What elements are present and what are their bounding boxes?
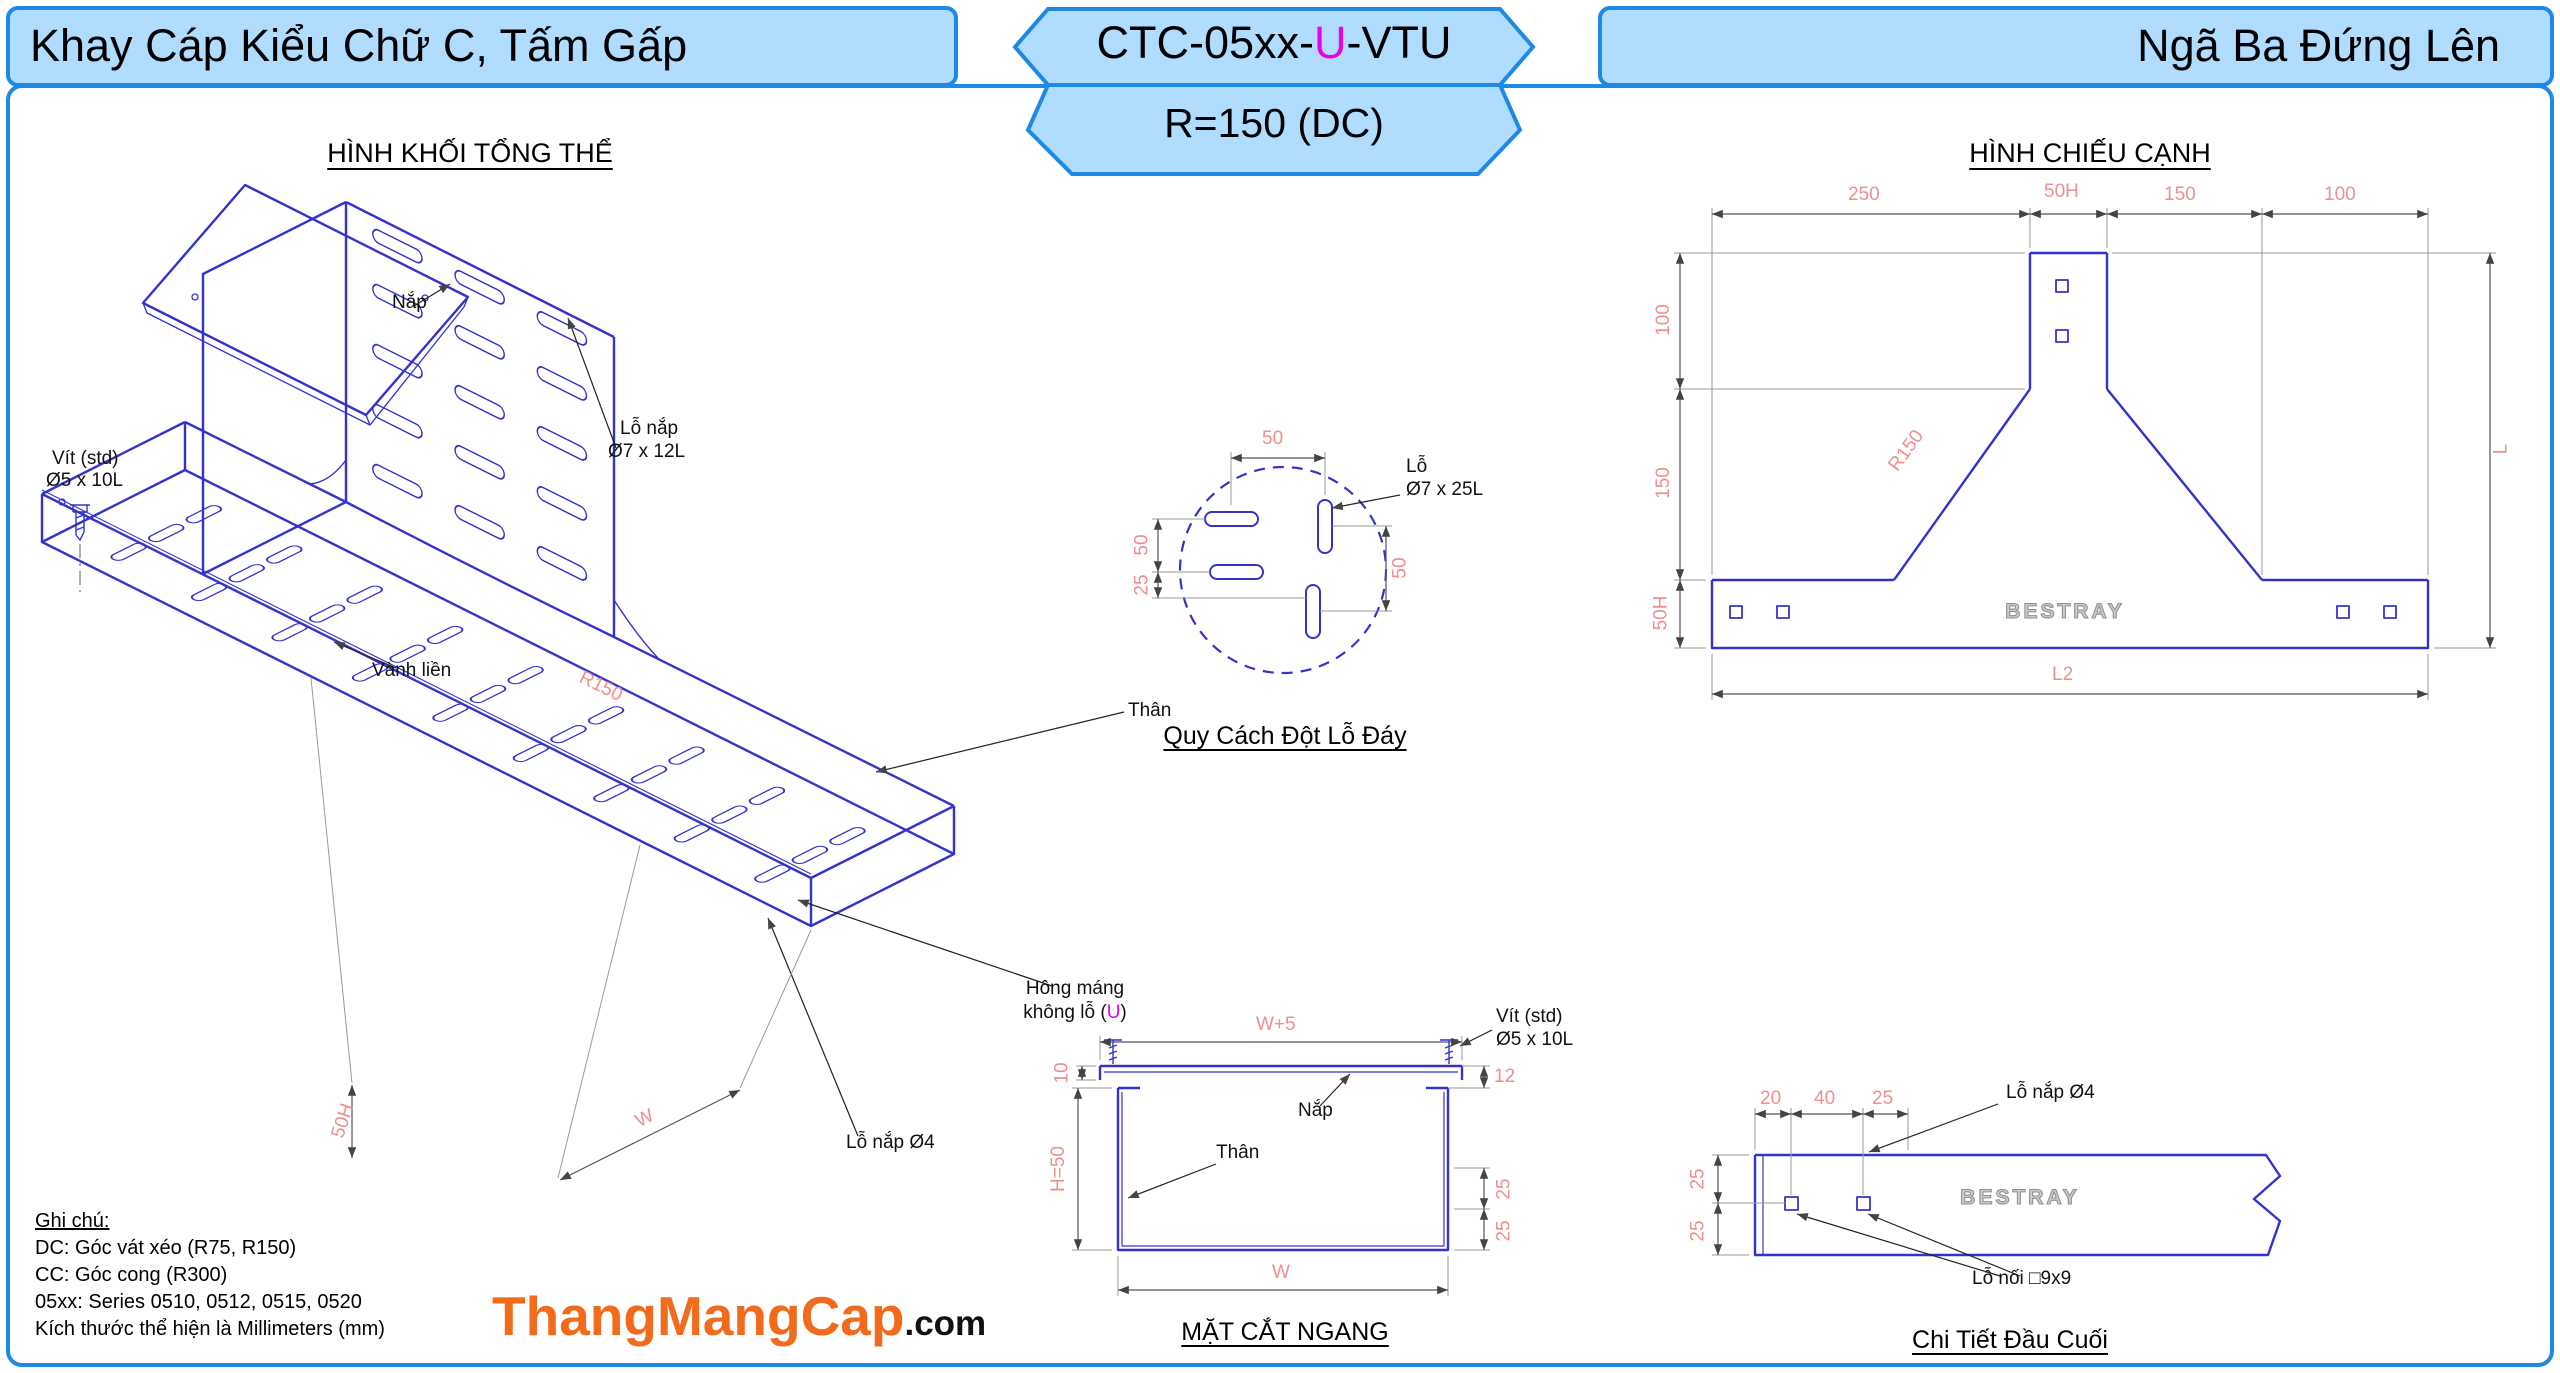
dim-side-50h-top: 50H <box>2044 181 2079 202</box>
dim-end-25-left1: 25 <box>1687 1168 1709 1190</box>
end-detail-geometry <box>1712 1103 2282 1277</box>
label-end-cover-hole: Lỗ nắp Ø4 <box>2006 1082 2095 1103</box>
label-cover: Nắp <box>392 292 427 313</box>
product-code-variant: U <box>1314 17 1347 68</box>
label-side-rail-variant: U <box>1106 1002 1121 1023</box>
logo-suffix-text: .com <box>904 1304 987 1343</box>
label-cover-hole-line1: Lỗ nắp <box>620 418 679 439</box>
dim-punch-left1: 50 <box>1131 534 1153 556</box>
dim-punch-top: 50 <box>1262 428 1284 449</box>
sheet-frame <box>6 6 2554 1367</box>
label-body: Thân <box>1128 700 1172 721</box>
dim-cross-h50: H=50 <box>1047 1146 1069 1192</box>
product-code-suffix: -VTU <box>1346 17 1452 68</box>
dim-side-50h-left: 50H <box>1650 595 1672 631</box>
notes-line: Kích thước thể hiện là Millimeters (mm) <box>35 1318 385 1340</box>
dim-cross-10: 10 <box>1051 1062 1073 1084</box>
dim-side-l2: L2 <box>2052 664 2074 685</box>
dim-end-40: 40 <box>1814 1088 1836 1109</box>
dim-side-l: L <box>2490 443 2512 455</box>
sheet-title-left: Khay Cáp Kiểu Chữ C, Tấm Gấp <box>30 20 688 71</box>
cross-section-geometry <box>1072 1029 1493 1296</box>
label-integral-flange: Vành liền <box>372 660 452 681</box>
dim-punch-left2: 25 <box>1131 574 1153 596</box>
label-side-rail-text: không lỗ ( <box>1023 1002 1107 1023</box>
notes-line: 05xx: Series 0510, 0512, 0515, 0520 <box>35 1291 362 1313</box>
screw-icon <box>70 504 90 542</box>
dim-cross-25a: 25 <box>1493 1178 1515 1200</box>
label-cross-screw-line2: Ø5 x 10L <box>1496 1029 1574 1050</box>
dim-punch-right: 50 <box>1389 557 1411 579</box>
label-side-rail-close: ) <box>1120 1002 1127 1023</box>
label-cross-body: Thân <box>1216 1142 1260 1163</box>
label-punch-hole-line2: Ø7 x 25L <box>1406 479 1484 500</box>
product-code: CTC-05xx-U-VTU <box>1020 17 1528 69</box>
notes-line: DC: Góc vát xéo (R75, R150) <box>35 1237 297 1259</box>
side-view-title: HÌNH CHIẾU CẠNH <box>1969 138 2211 168</box>
label-side-rail-line1: Hông máng <box>1025 978 1125 999</box>
radius-hexagon <box>1025 83 1523 176</box>
sheet-title-right: Ngã Ba Đứng Lên <box>2137 20 2500 71</box>
notes-heading: Ghi chú: <box>35 1210 110 1232</box>
dim-cross-12: 12 <box>1494 1066 1516 1087</box>
dim-side-100-top: 100 <box>2324 184 2356 205</box>
dim-end-25: 25 <box>1872 1088 1894 1109</box>
iso-view-title: HÌNH KHỐI TỔNG THỂ <box>327 138 613 168</box>
label-punch-hole-line1: Lỗ <box>1406 456 1428 477</box>
dim-side-250: 250 <box>1848 184 1880 205</box>
label-cross-screw-line1: Vít (std) <box>1496 1006 1563 1027</box>
logo-main-text: ThangMangCap <box>492 1285 905 1347</box>
side-view-geometry <box>1674 208 2496 700</box>
label-end-joint-hole: Lỗ nối □9x9 <box>1972 1268 2072 1289</box>
dim-cross-w5: W+5 <box>1256 1014 1296 1035</box>
dim-side-150-left: 150 <box>1652 467 1674 499</box>
label-cover-hole-line2: Ø7 x 12L <box>608 441 686 462</box>
bestray-logo: BESTRAY <box>2005 599 2125 623</box>
label-screw-line2: Ø5 x 10L <box>46 470 124 491</box>
radius-spec: R=150 (DC) <box>1164 100 1384 146</box>
label-side-rail-line2: không lỗ (U) <box>990 1002 1160 1024</box>
iso-view-geometry <box>40 183 1125 1181</box>
dim-end-25-left2: 25 <box>1687 1220 1709 1242</box>
dim-cross-25b: 25 <box>1493 1220 1515 1242</box>
bestray-logo: BESTRAY <box>1960 1185 2080 1209</box>
dim-side-100-left: 100 <box>1652 304 1674 336</box>
dim-side-150-top: 150 <box>2164 184 2196 205</box>
label-cover-hole-d4: Lỗ nắp Ø4 <box>846 1132 935 1153</box>
cross-section-title: MẶT CẮT NGANG <box>1181 1318 1389 1346</box>
punch-view-geometry <box>1152 452 1401 675</box>
product-code-prefix: CTC-05xx- <box>1096 17 1314 68</box>
label-screw-line1: Vít (std) <box>52 448 119 469</box>
punch-view-title: Quy Cách Đột Lỗ Đáy <box>1163 722 1407 750</box>
notes-line: CC: Góc cong (R300) <box>35 1264 228 1286</box>
notes-block: Ghi chú: DC: Góc vát xéo (R75, R150) CC:… <box>35 1208 385 1343</box>
end-detail-title: Chi Tiết Đầu Cuối <box>1912 1326 2108 1354</box>
dim-end-20: 20 <box>1760 1088 1782 1109</box>
label-cross-cover: Nắp <box>1298 1100 1333 1121</box>
thangmangcap-logo: ThangMangCap.com <box>492 1284 986 1348</box>
dim-cross-w: W <box>1272 1262 1290 1283</box>
